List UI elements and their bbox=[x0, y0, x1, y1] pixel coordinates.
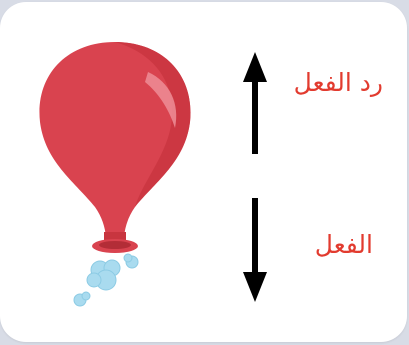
deflating-balloon-icon bbox=[20, 32, 210, 322]
air-puff-group bbox=[74, 254, 138, 306]
arrow-down-icon bbox=[235, 194, 275, 304]
arrow-up-icon bbox=[235, 50, 275, 160]
action-label: الفعل bbox=[315, 230, 373, 259]
reaction-label: رد الفعل bbox=[294, 68, 383, 97]
